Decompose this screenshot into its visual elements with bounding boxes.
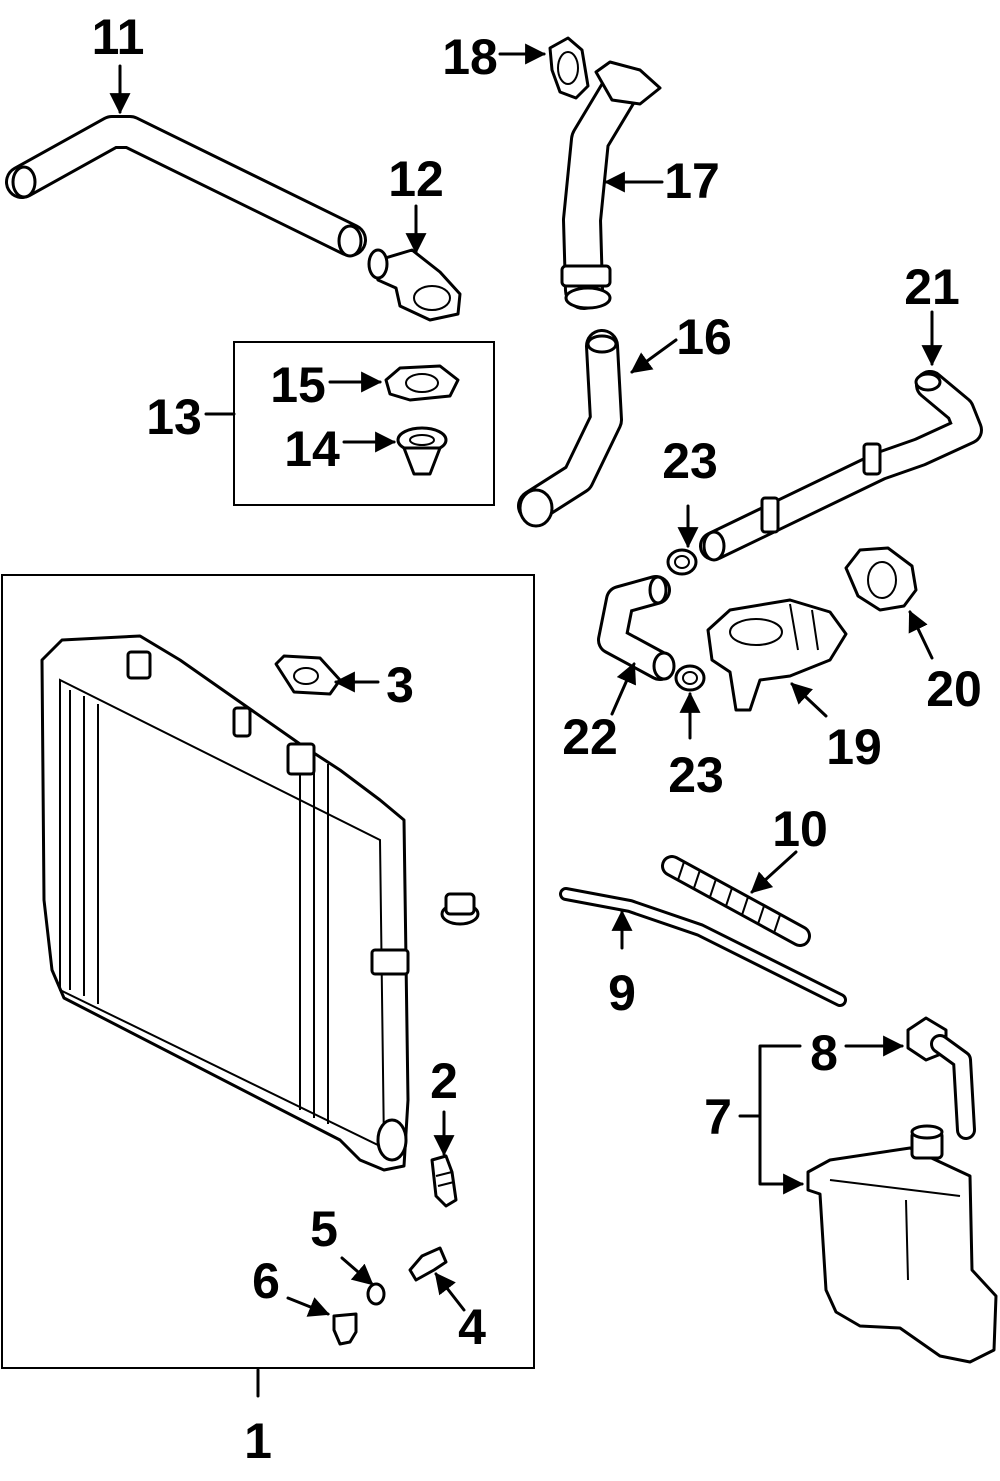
reservoir-cap — [906, 1016, 976, 1140]
leader-4 — [434, 1272, 466, 1312]
leader-19 — [790, 682, 828, 718]
rubber-mount — [332, 1312, 358, 1346]
callout-14: 14 — [284, 421, 340, 477]
upper-radiator-hose — [5, 115, 367, 258]
leader-16 — [630, 338, 678, 374]
leader-6 — [286, 1296, 330, 1317]
leader-22 — [610, 662, 636, 716]
callout-17: 17 — [664, 153, 720, 209]
callout-5: 5 — [310, 1201, 338, 1257]
callout-labels: 1 2 3 4 5 6 7 8 9 10 11 12 13 14 15 16 1… — [92, 9, 982, 1469]
callout-6: 6 — [252, 1253, 280, 1309]
overflow-tube — [559, 887, 847, 1007]
water-outlet — [367, 248, 462, 322]
drain-plug — [366, 1282, 386, 1306]
leader-7 — [738, 1044, 802, 1184]
thermostat-housing — [706, 598, 848, 712]
callout-18: 18 — [442, 29, 498, 85]
leader-lines — [109, 43, 943, 1398]
bypass-hose — [517, 329, 623, 528]
thermostat-gasket — [384, 364, 460, 402]
callout-12: 12 — [388, 151, 444, 207]
callout-4: 4 — [458, 1299, 486, 1355]
callout-8: 8 — [810, 1025, 838, 1081]
housing-gasket — [844, 546, 918, 612]
callout-11: 11 — [92, 9, 145, 65]
water-pipe — [560, 60, 662, 310]
radiator — [40, 634, 410, 1172]
short-hose — [597, 575, 676, 681]
callout-10: 10 — [772, 801, 828, 857]
coolant-pipe — [699, 370, 983, 562]
hose-clamp-upper — [666, 548, 698, 576]
thermostat — [396, 426, 448, 476]
coolant-reservoir — [806, 1124, 998, 1364]
callout-19: 19 — [826, 719, 882, 775]
callout-23-upper: 23 — [662, 433, 718, 489]
radiator-assembly-box — [1, 574, 535, 1369]
hose-clamp-lower — [674, 664, 706, 692]
drain-valve — [430, 1154, 458, 1208]
leader-20 — [908, 610, 934, 660]
leader-10 — [750, 850, 798, 894]
overflow-hose-corrugated — [661, 855, 811, 947]
thermostat-kit-box — [233, 341, 495, 506]
callout-20: 20 — [926, 661, 982, 717]
leader-5 — [340, 1256, 374, 1286]
callout-13: 13 — [146, 389, 202, 445]
callout-9: 9 — [608, 965, 636, 1021]
outlet-gasket — [548, 36, 590, 100]
radiator-seal — [274, 654, 342, 696]
callout-21: 21 — [904, 259, 960, 315]
callout-3: 3 — [386, 657, 414, 713]
callout-15: 15 — [270, 357, 326, 413]
mount-bracket — [408, 1246, 448, 1282]
callout-22: 22 — [562, 709, 618, 765]
callout-7: 7 — [704, 1089, 732, 1145]
callout-1: 1 — [244, 1413, 272, 1469]
callout-2: 2 — [430, 1053, 458, 1109]
callout-16: 16 — [676, 309, 732, 365]
radiator-cap — [440, 892, 480, 926]
callout-23-lower: 23 — [668, 747, 724, 803]
